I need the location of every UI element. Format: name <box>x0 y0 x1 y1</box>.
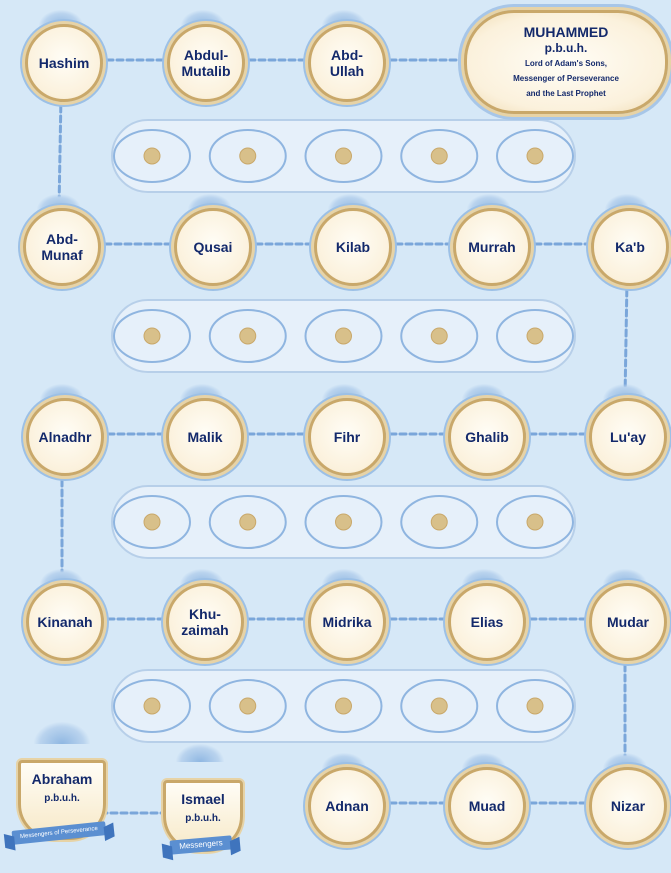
node-hashim: Hashim <box>25 24 103 102</box>
prophet-title-line2: Messenger of Perseverance <box>513 72 619 85</box>
node-abd-ullah: Abd- Ullah <box>308 24 386 102</box>
node-elias: Elias <box>448 583 526 661</box>
node-label: Kinanah <box>37 614 92 630</box>
node-kab: Ka'b <box>591 208 669 286</box>
node-label: Ka'b <box>615 239 645 255</box>
node-label: Fihr <box>334 429 360 445</box>
node-qusai: Qusai <box>174 208 252 286</box>
node-label: Abd- Munaf <box>41 231 82 263</box>
connector-link <box>59 96 61 208</box>
crown-ornament <box>34 722 90 744</box>
prophet-title-line3: and the Last Prophet <box>526 87 606 100</box>
prophet-title-line1: Lord of Adam's Sons, <box>525 57 607 70</box>
node-label: Abd- Ullah <box>330 47 364 79</box>
node-label: Lu'ay <box>610 429 646 445</box>
node-nizar: Nizar <box>589 767 667 845</box>
node-alnadhr: Alnadhr <box>26 398 104 476</box>
node-label: Kilab <box>336 239 370 255</box>
node-mudar: Mudar <box>589 583 667 661</box>
prophet-honorific: p.b.u.h. <box>545 41 588 55</box>
node-ghalib: Ghalib <box>448 398 526 476</box>
node-adnan: Adnan <box>308 767 386 845</box>
node-label: Nizar <box>611 798 645 814</box>
node-label: Elias <box>471 614 504 630</box>
abraham-honorific: p.b.u.h. <box>21 793 103 804</box>
node-label: Qusai <box>194 239 233 255</box>
node-abd-munaf: Abd- Munaf <box>23 208 101 286</box>
node-kilab: Kilab <box>314 208 392 286</box>
node-label: Mudar <box>607 614 649 630</box>
node-label: Ghalib <box>465 429 509 445</box>
prophet-muhammed-card: MUHAMMED p.b.u.h. Lord of Adam's Sons, M… <box>464 10 668 114</box>
node-label: Malik <box>187 429 222 445</box>
node-label: Muad <box>469 798 506 814</box>
node-malik: Malik <box>166 398 244 476</box>
node-label: Alnadhr <box>39 429 92 445</box>
node-label: Hashim <box>39 55 90 71</box>
node-murrah: Murrah <box>453 208 531 286</box>
node-label: Adnan <box>325 798 369 814</box>
ismael-honorific: p.b.u.h. <box>166 813 240 824</box>
node-label: Murrah <box>468 239 515 255</box>
node-abdul-mutalib: Abdul- Mutalib <box>167 24 245 102</box>
crown-ornament <box>176 744 224 762</box>
node-kinanah: Kinanah <box>26 583 104 661</box>
ismael-name: Ismael <box>166 791 240 807</box>
node-midrika: Midrika <box>308 583 386 661</box>
node-label: Midrika <box>322 614 371 630</box>
prophet-name: MUHAMMED <box>524 24 609 40</box>
node-luay: Lu'ay <box>589 398 667 476</box>
abraham-name: Abraham <box>21 771 103 787</box>
node-muad: Muad <box>448 767 526 845</box>
node-khuzaimah: Khu- zaimah <box>166 583 244 661</box>
node-label: Khu- zaimah <box>181 606 228 638</box>
node-fihr: Fihr <box>308 398 386 476</box>
connector-link <box>625 280 627 398</box>
node-label: Abdul- Mutalib <box>182 47 231 79</box>
